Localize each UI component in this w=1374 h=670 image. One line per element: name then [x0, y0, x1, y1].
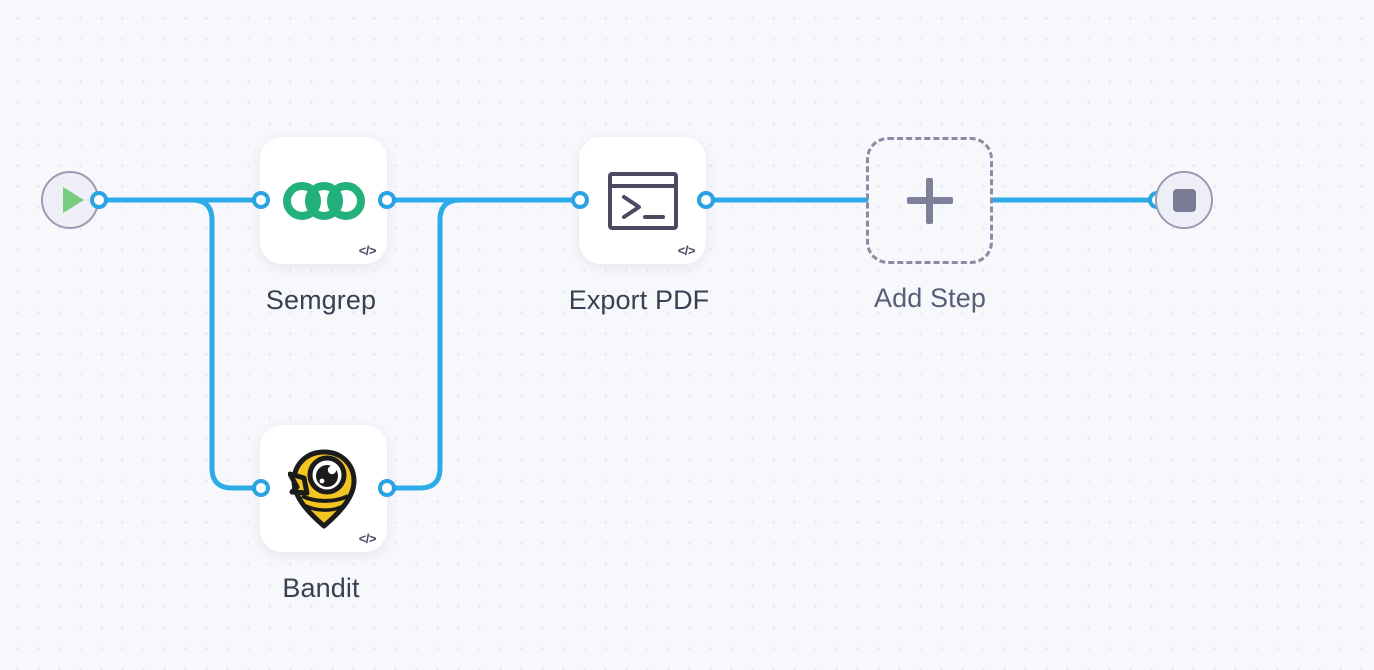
edge-start-to-bandit	[96, 197, 264, 491]
code-badge-icon: </>	[358, 531, 377, 546]
export-pdf-output-port[interactable]	[697, 191, 715, 209]
start-node-output-port[interactable]	[90, 191, 108, 209]
bandit-logo-icon	[260, 425, 387, 552]
add-step-label: Add Step	[874, 283, 986, 313]
play-icon	[62, 187, 84, 213]
bandit-input-port[interactable]	[252, 479, 270, 497]
export-pdf-input-port[interactable]	[571, 191, 589, 209]
code-badge-icon: </>	[358, 243, 377, 258]
semgrep-input-port[interactable]	[252, 191, 270, 209]
step-node-semgrep[interactable]: </>	[260, 137, 387, 264]
step-label-semgrep: Semgrep	[265, 285, 377, 315]
code-badge-icon: </>	[677, 243, 696, 258]
step-node-bandit[interactable]: </>	[260, 425, 387, 552]
bandit-output-port[interactable]	[378, 479, 396, 497]
step-label-export-pdf: Export PDF	[568, 285, 710, 315]
stop-node[interactable]	[1155, 171, 1213, 229]
start-node[interactable]	[41, 171, 99, 229]
add-step-button[interactable]	[866, 137, 993, 264]
plus-icon	[906, 177, 953, 224]
terminal-icon	[579, 137, 706, 264]
step-node-export-pdf[interactable]: </>	[579, 137, 706, 264]
step-label-bandit: Bandit	[282, 573, 360, 603]
edge-bandit-to-exportpdf	[384, 197, 583, 491]
semgrep-logo-icon	[260, 137, 387, 264]
stop-square-icon	[1172, 188, 1196, 212]
semgrep-output-port[interactable]	[378, 191, 396, 209]
